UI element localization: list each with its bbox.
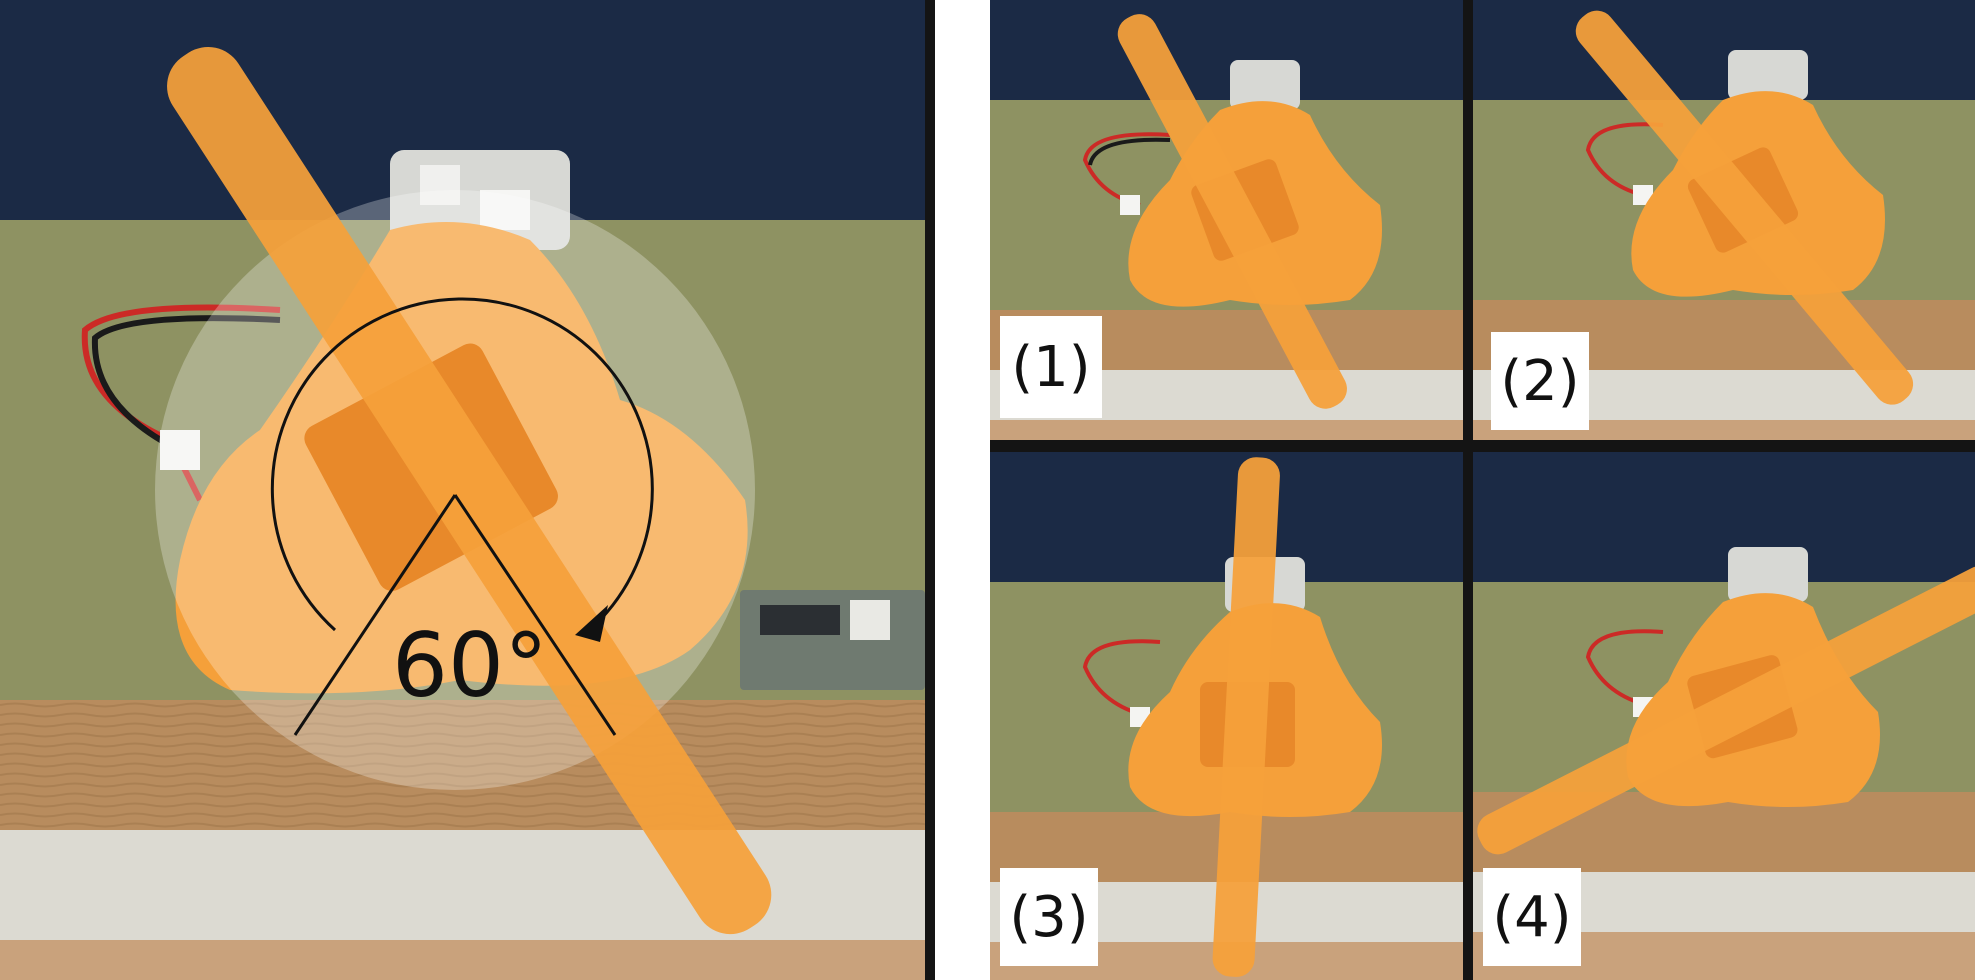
angle-line-right bbox=[453, 494, 617, 736]
frame-4-label: (4) bbox=[1483, 868, 1581, 966]
main-photo-scene bbox=[0, 0, 925, 980]
frame-4: (4) bbox=[1473, 452, 1975, 980]
frame-4-scene bbox=[1473, 452, 1975, 980]
angle-line-left bbox=[293, 494, 457, 736]
main-photo-panel: 60° bbox=[0, 0, 925, 980]
frame-1: (1) bbox=[990, 0, 1463, 440]
blade bbox=[167, 46, 772, 935]
frame-2: (2) bbox=[1473, 0, 1975, 440]
main-divider bbox=[925, 0, 935, 980]
frame-3: (3) bbox=[990, 452, 1463, 980]
frame-2-scene bbox=[1473, 0, 1975, 440]
grid-divider-vertical bbox=[1463, 0, 1473, 980]
arrow-head bbox=[575, 605, 608, 642]
frame-3-label: (3) bbox=[1000, 868, 1098, 966]
rotation-arc bbox=[270, 297, 654, 632]
angle-label: 60° bbox=[392, 614, 548, 717]
white-gap bbox=[935, 0, 990, 980]
connector bbox=[160, 430, 200, 470]
frame-3-scene bbox=[990, 452, 1463, 980]
grid-divider-horizontal bbox=[990, 440, 1975, 452]
frame-2-label: (2) bbox=[1491, 332, 1589, 430]
frame-1-label: (1) bbox=[1000, 316, 1102, 418]
